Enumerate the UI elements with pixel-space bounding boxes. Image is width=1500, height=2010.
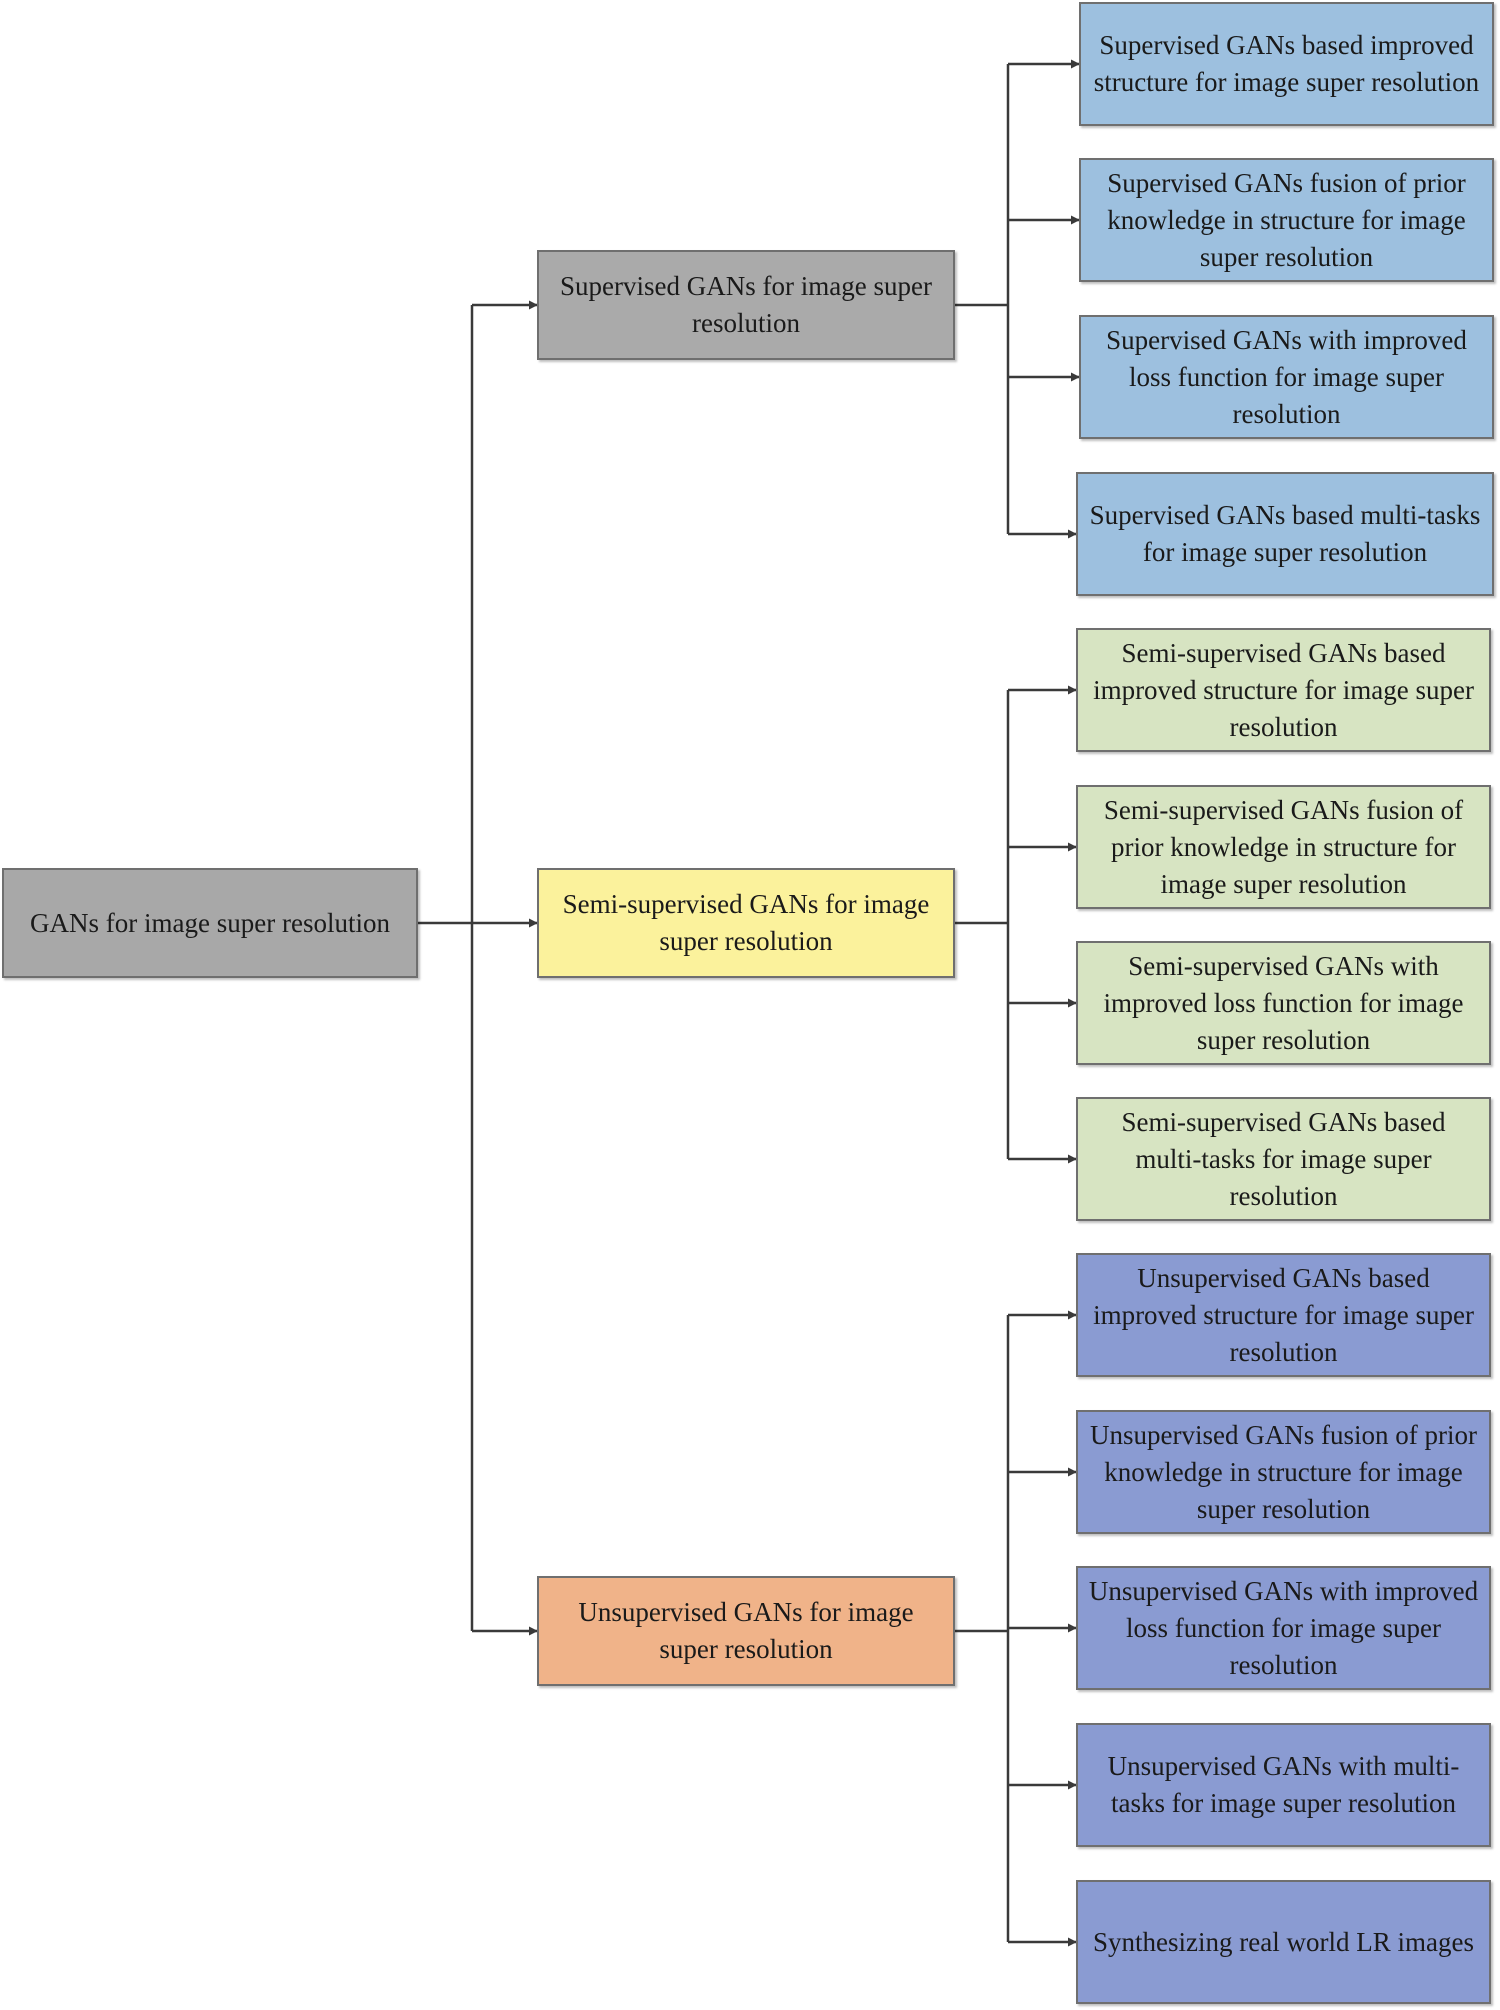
leaf-label: Unsupervised GANs based improved structu… — [1093, 1262, 1474, 1367]
group-node-semi-supervised: Semi-supervised GANs for image super res… — [537, 868, 955, 978]
leaf-node: Semi-supervised GANs based multi-tasks f… — [1076, 1097, 1491, 1221]
leaf-node: Supervised GANs based improved structure… — [1079, 2, 1494, 126]
root-node: GANs for image super resolution — [2, 868, 418, 978]
leaf-label: Unsupervised GANs fusion of prior knowle… — [1090, 1419, 1477, 1524]
leaf-node: Synthesizing real world LR images — [1076, 1880, 1491, 2004]
leaf-node: Semi-supervised GANs based improved stru… — [1076, 628, 1491, 752]
leaf-node: Supervised GANs with improved loss funct… — [1079, 315, 1494, 439]
group-node-supervised: Supervised GANs for image super resoluti… — [537, 250, 955, 360]
leaf-label: Supervised GANs based multi-tasks for im… — [1089, 500, 1481, 567]
root-label: GANs for image super resolution — [30, 907, 390, 938]
leaf-label: Semi-supervised GANs fusion of prior kno… — [1103, 794, 1464, 899]
group-label: Supervised GANs for image super resoluti… — [560, 271, 932, 338]
leaf-label: Unsupervised GANs with improved loss fun… — [1088, 1575, 1479, 1680]
leaf-label: Semi-supervised GANs based multi-tasks f… — [1121, 1106, 1446, 1211]
leaf-label: Supervised GANs with improved loss funct… — [1106, 324, 1467, 429]
leaf-node: Semi-supervised GANs fusion of prior kno… — [1076, 785, 1491, 909]
leaf-label: Synthesizing real world LR images — [1093, 1926, 1474, 1957]
group-label: Unsupervised GANs for image super resolu… — [578, 1597, 914, 1664]
leaf-label: Unsupervised GANs with multi-tasks for i… — [1107, 1751, 1460, 1818]
leaf-label: Supervised GANs based improved structure… — [1093, 30, 1480, 97]
leaf-node: Unsupervised GANs with improved loss fun… — [1076, 1566, 1491, 1690]
leaf-label: Semi-supervised GANs based improved stru… — [1093, 637, 1474, 742]
leaf-label: Supervised GANs fusion of prior knowledg… — [1107, 167, 1466, 272]
leaf-node: Semi-supervised GANs with improved loss … — [1076, 941, 1491, 1065]
group-label: Semi-supervised GANs for image super res… — [562, 889, 930, 956]
leaf-node: Unsupervised GANs with multi-tasks for i… — [1076, 1723, 1491, 1847]
group-node-unsupervised: Unsupervised GANs for image super resolu… — [537, 1576, 955, 1686]
leaf-node: Unsupervised GANs based improved structu… — [1076, 1253, 1491, 1377]
leaf-node: Supervised GANs based multi-tasks for im… — [1076, 472, 1494, 596]
leaf-node: Unsupervised GANs fusion of prior knowle… — [1076, 1410, 1491, 1534]
leaf-node: Supervised GANs fusion of prior knowledg… — [1079, 158, 1494, 282]
leaf-label: Semi-supervised GANs with improved loss … — [1103, 950, 1464, 1055]
